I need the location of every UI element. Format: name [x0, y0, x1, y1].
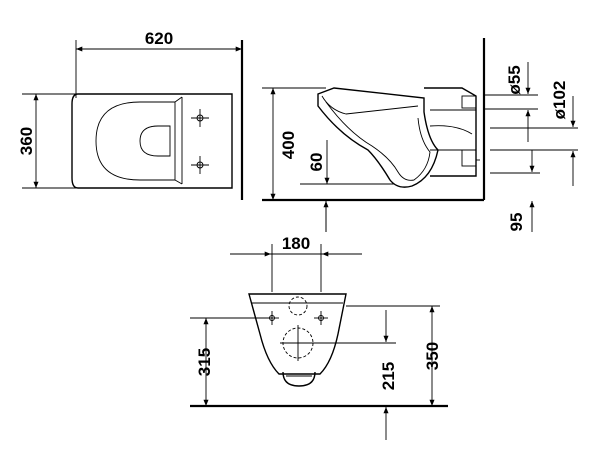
height-dimension-label: 400: [279, 131, 298, 159]
floor-dimension-label: 95: [507, 213, 526, 232]
width-dimension-label: 620: [145, 29, 173, 48]
mid-dimension-label: 315: [195, 348, 214, 376]
side-view: 400 60 ø55 ø102 95: [262, 38, 578, 232]
top-view-seat: [95, 101, 176, 181]
side-view-outlet: [429, 109, 476, 151]
pipe-small-label: ø55: [505, 65, 524, 94]
rear-view-bolt-right: [314, 311, 328, 325]
top-view-mounting-hole-upper: [191, 109, 209, 127]
offset-dimension-label: 60: [307, 153, 326, 172]
side-view-bowl-outer: [317, 87, 439, 188]
depth-dimension-label: 360: [17, 127, 36, 155]
pipe-large-label: ø102: [550, 81, 569, 120]
rear-view: 180 315 215 350: [190, 234, 448, 440]
side-view-rim: [321, 95, 419, 115]
side-view-pipe-connection: [461, 95, 480, 167]
top-view-mounting-hole-lower: [191, 156, 209, 174]
lower-dimension-label: 215: [379, 362, 398, 390]
upper-dimension-label: 350: [423, 342, 442, 370]
spacing-dimension-label: 180: [282, 234, 310, 253]
rear-view-upper-opening: [288, 296, 308, 316]
rear-view-bottom-cap: [282, 371, 316, 387]
rear-view-outline: [248, 293, 347, 375]
top-view: 620 360: [17, 29, 244, 200]
top-view-bowl: [139, 125, 171, 157]
side-view-bowl-inner: [325, 101, 431, 181]
